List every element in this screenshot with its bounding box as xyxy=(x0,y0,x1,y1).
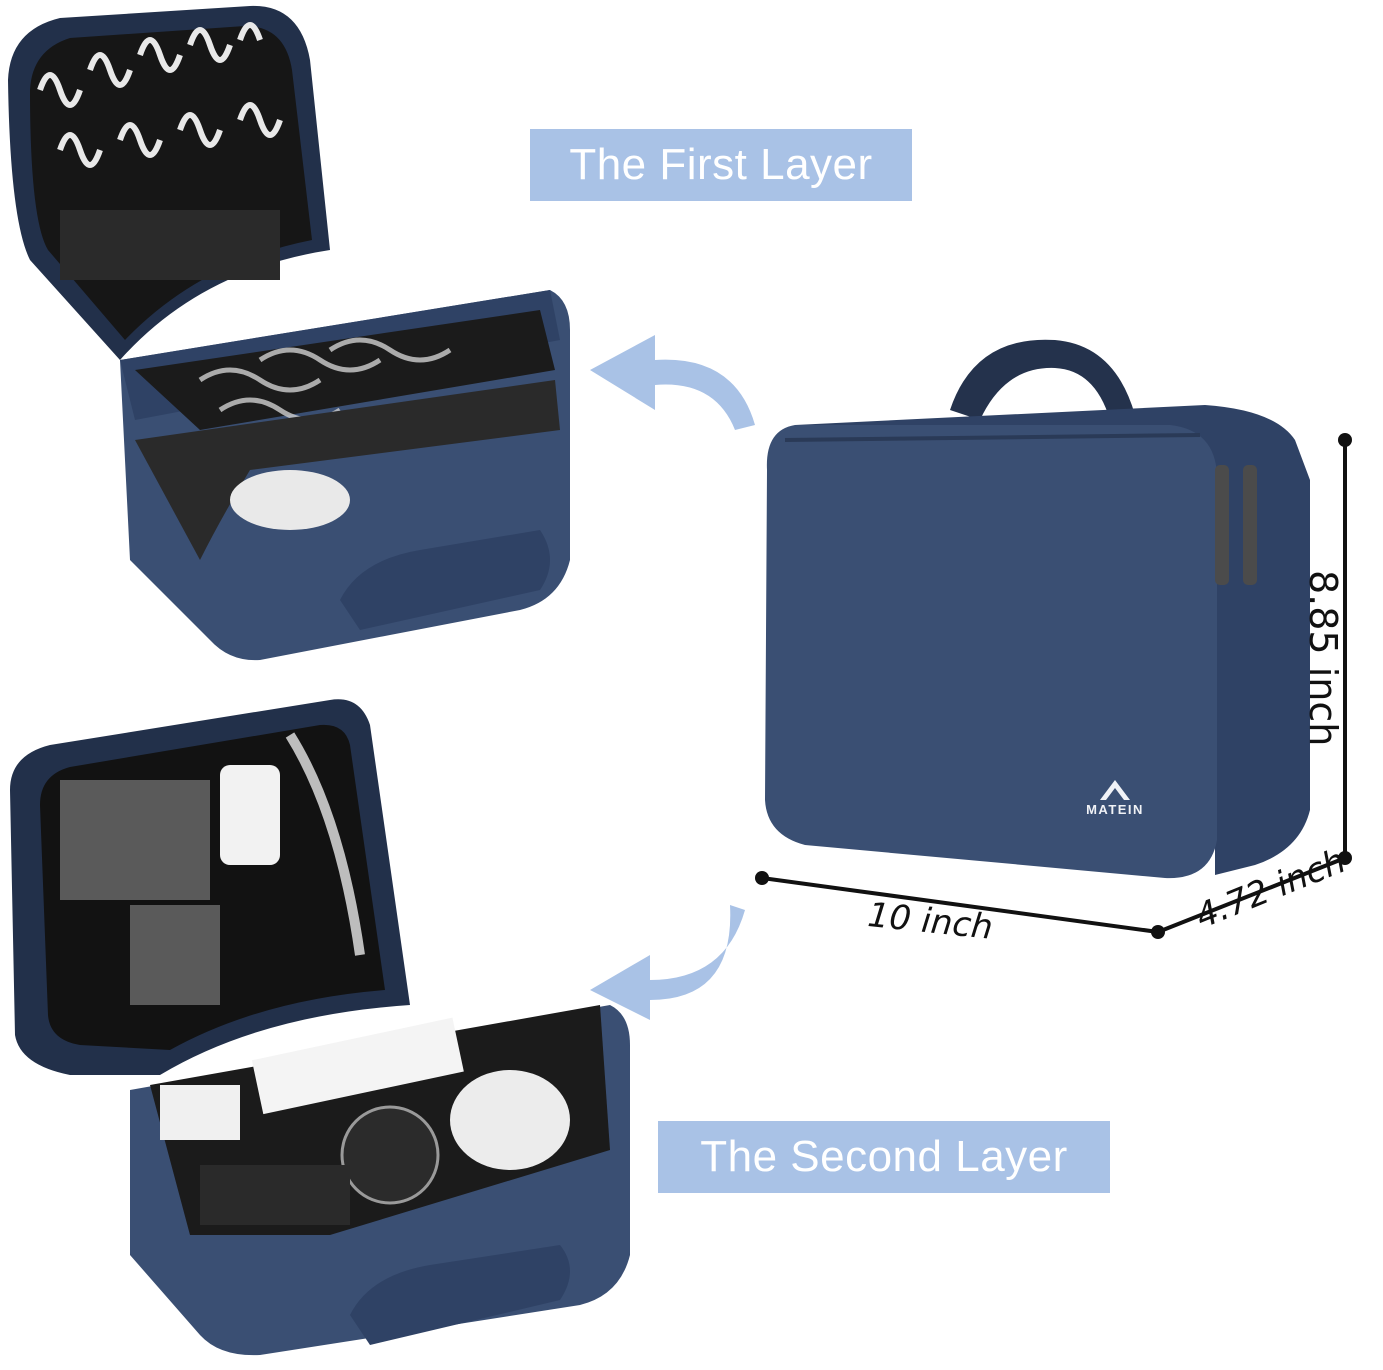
first-layer-label: The First Layer xyxy=(530,129,912,201)
second-layer-case-image xyxy=(0,695,650,1360)
arrow-to-second-layer-icon xyxy=(585,900,755,1020)
mountain-icon xyxy=(1100,780,1130,800)
width-dimension-label: 10 inch xyxy=(865,895,995,948)
second-layer-label: The Second Layer xyxy=(658,1121,1110,1193)
brand-logo: MATEIN xyxy=(1078,776,1152,817)
brand-name: MATEIN xyxy=(1086,802,1144,817)
first-layer-case-image xyxy=(0,0,580,665)
arrow-to-first-layer-icon xyxy=(585,315,765,435)
closed-case-image xyxy=(755,330,1315,890)
height-dimension-label: 8.85 inch xyxy=(1301,570,1345,747)
